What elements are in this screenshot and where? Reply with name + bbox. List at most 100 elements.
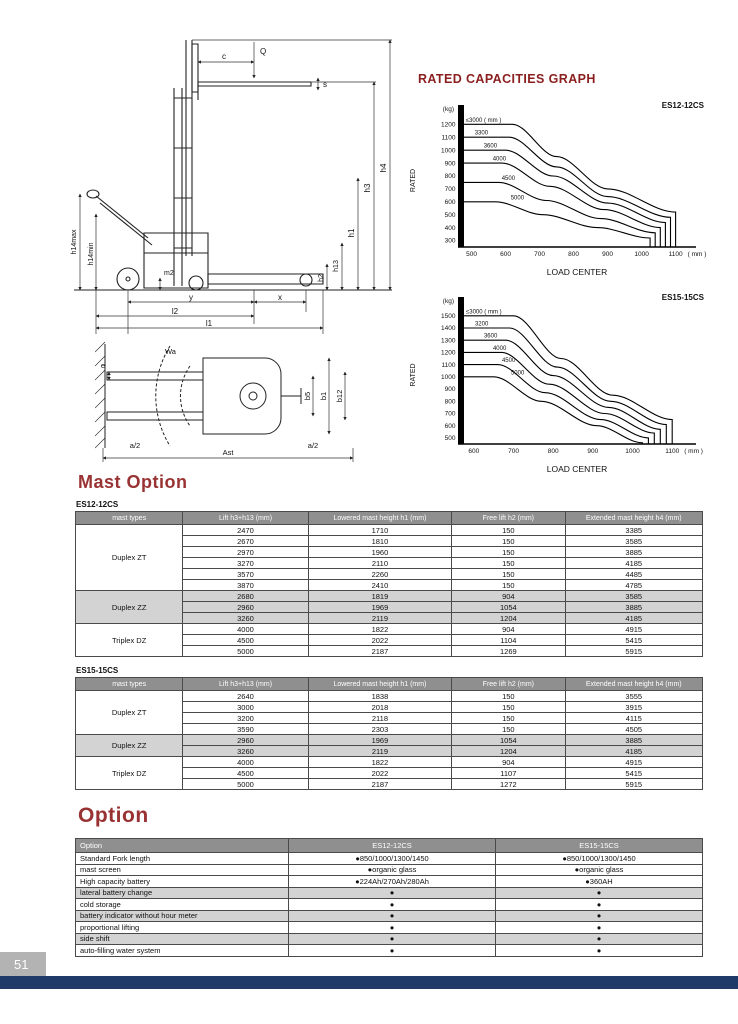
value-cell: 3885 <box>564 546 704 558</box>
value-cell: 4915 <box>564 756 704 768</box>
value-cell: 4915 <box>564 623 704 635</box>
value-cell: 3260 <box>182 745 309 757</box>
mast-type-cell: Triplex DZ <box>74 756 184 790</box>
value-cell: 2118 <box>307 712 453 724</box>
y-tick-label: 900 <box>445 386 456 393</box>
y-tick-label: 400 <box>445 225 456 232</box>
table-row: High capacity battery●224Ah/270Ah/280Ah●… <box>75 875 704 888</box>
column-header: Free lift h2 (mm) <box>451 677 566 691</box>
series-label: 4500 <box>502 176 516 182</box>
plan-dimension-labels: e b5 b1 b12 a/2 a/2 Ast Wa <box>101 347 344 457</box>
series-label: 4000 <box>493 346 507 352</box>
dimension-label: b1 <box>319 392 328 400</box>
y-tick-label: 800 <box>445 398 456 405</box>
column-header: mast types <box>74 511 184 525</box>
dimension-label: Ast <box>223 448 235 457</box>
value-cell: 3555 <box>564 690 704 702</box>
value-cell: ● <box>494 886 704 899</box>
option-label-cell: proportional lifting <box>75 921 289 934</box>
value-cell: ●850/1000/1300/1450 <box>288 852 496 865</box>
value-cell: 4185 <box>564 557 704 569</box>
value-cell: 4115 <box>564 712 704 724</box>
y-axis-bar <box>458 105 464 247</box>
value-cell: 1822 <box>307 756 453 768</box>
value-cell: 3000 <box>182 701 309 713</box>
chart-title: ES12-12CS <box>662 101 705 110</box>
value-cell: ● <box>288 886 496 899</box>
column-header: Extended mast height h4 (mm) <box>564 511 704 525</box>
value-cell: 2110 <box>307 557 453 569</box>
table-row: battery indicator without hour meter●● <box>75 909 704 922</box>
plan-structure <box>95 342 301 448</box>
value-cell: 150 <box>451 690 566 702</box>
x-tick-label: 1000 <box>634 251 649 258</box>
dimension-label: Q <box>260 47 266 56</box>
column-header: ES12-12CS <box>288 838 496 853</box>
table-row: side shift●● <box>75 932 704 945</box>
y-tick-label: 800 <box>445 173 456 180</box>
value-cell: 150 <box>451 535 566 547</box>
value-cell: 1969 <box>307 601 453 613</box>
value-cell: ● <box>494 921 704 934</box>
value-cell: 3885 <box>564 734 704 746</box>
mast-table-label-es12: ES12-12CS <box>76 500 119 509</box>
table-row: auto-filling water system●● <box>75 944 704 957</box>
x-unit-label: ( mm ) <box>684 448 703 455</box>
value-cell: 1969 <box>307 734 453 746</box>
y-tick-label: 1100 <box>442 134 456 141</box>
value-cell: 2022 <box>307 767 453 779</box>
value-cell: 1269 <box>451 645 566 657</box>
value-cell: 2119 <box>307 612 453 624</box>
value-cell: 2187 <box>307 778 453 790</box>
y-tick-label: 1000 <box>441 374 456 381</box>
value-cell: 1054 <box>451 734 566 746</box>
column-header: mast types <box>74 677 184 691</box>
column-header: Lift h3+h13 (mm) <box>182 511 309 525</box>
x-tick-label: 800 <box>568 251 579 258</box>
value-cell: ● <box>288 932 496 945</box>
value-cell: ●224Ah/270Ah/280Ah <box>288 875 496 888</box>
capacity-curve <box>459 339 661 444</box>
value-cell: 4500 <box>182 634 309 646</box>
x-tick-label: 700 <box>508 448 519 455</box>
chart-title: ES15-15CS <box>662 293 705 302</box>
y-tick-label: 1100 <box>442 362 456 369</box>
stacker-structure <box>74 40 392 290</box>
value-cell: 4500 <box>182 767 309 779</box>
value-cell: 4505 <box>564 723 704 735</box>
capacity-curve <box>459 201 651 247</box>
table-row: proportional lifting●● <box>75 921 704 934</box>
value-cell: 150 <box>451 701 566 713</box>
series-label: 3200 <box>475 321 489 327</box>
mast-table-label-es15: ES15-15CS <box>76 666 119 675</box>
capacity-curve <box>459 181 656 247</box>
column-header: Free lift h2 (mm) <box>451 511 566 525</box>
dimension-label: y <box>189 293 193 302</box>
capacity-chart-svg: ES12-12CS(kg)RATED1200110010009008007006… <box>410 101 706 277</box>
dimension-label: e <box>101 361 105 370</box>
y-tick-label: 1300 <box>441 337 456 344</box>
value-cell: 4185 <box>564 745 704 757</box>
value-cell: 3570 <box>182 568 309 580</box>
value-cell: 5000 <box>182 645 309 657</box>
mast-type-cell: Duplex ZZ <box>74 590 184 624</box>
x-tick-label: 600 <box>468 448 479 455</box>
dimension-label: h2 <box>318 274 325 282</box>
series-label: 3600 <box>484 144 498 150</box>
dimension-label: a/2 <box>130 441 140 450</box>
mast-type-cell: Triplex DZ <box>74 623 184 657</box>
value-cell: 904 <box>451 756 566 768</box>
value-cell: 5415 <box>564 767 704 779</box>
x-tick-label: 800 <box>548 448 559 455</box>
value-cell: 4000 <box>182 756 309 768</box>
page-number-tab: 51 <box>0 952 46 976</box>
y-tick-label: 1500 <box>441 313 456 320</box>
value-cell: 4000 <box>182 623 309 635</box>
value-cell: 150 <box>451 524 566 536</box>
value-cell: 1107 <box>451 767 566 779</box>
y-tick-label: 500 <box>445 435 456 442</box>
